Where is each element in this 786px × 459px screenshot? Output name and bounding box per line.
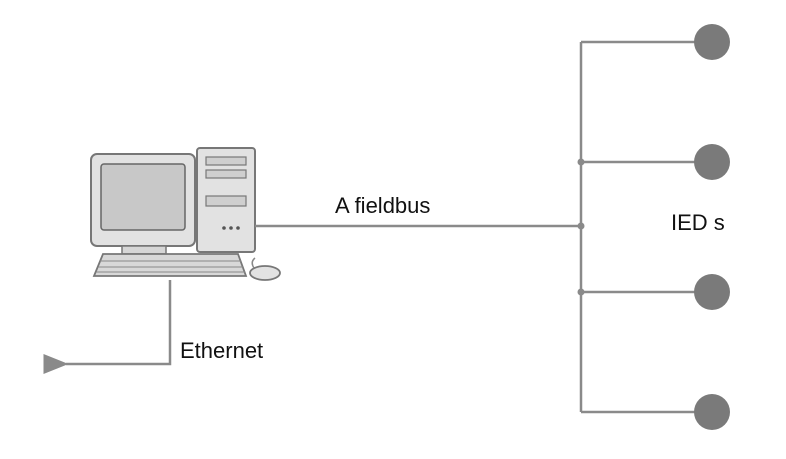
ethernet-line: [43, 280, 172, 374]
ied-node-1: [694, 24, 730, 60]
monitor-screen: [100, 163, 186, 231]
mouse-icon: [249, 257, 281, 281]
drive-bay-1: [205, 156, 247, 166]
ieds-label: IED s: [671, 210, 725, 235]
desktop-computer-icon: [90, 147, 281, 281]
junction-dot: [577, 158, 585, 166]
ied-node-3: [694, 274, 730, 310]
fieldbus-label: A fieldbus: [335, 193, 431, 218]
ethernet-label: Ethernet: [180, 338, 264, 363]
ied-node-4: [694, 394, 730, 430]
drive-bay-2: [205, 169, 247, 179]
drive-bay-3: [205, 195, 247, 207]
monitor-stand: [121, 245, 167, 255]
keyboard-icon: [92, 253, 248, 277]
junction-dot: [577, 288, 585, 296]
ied-node-2: [694, 144, 730, 180]
junction-dot: [577, 222, 585, 230]
